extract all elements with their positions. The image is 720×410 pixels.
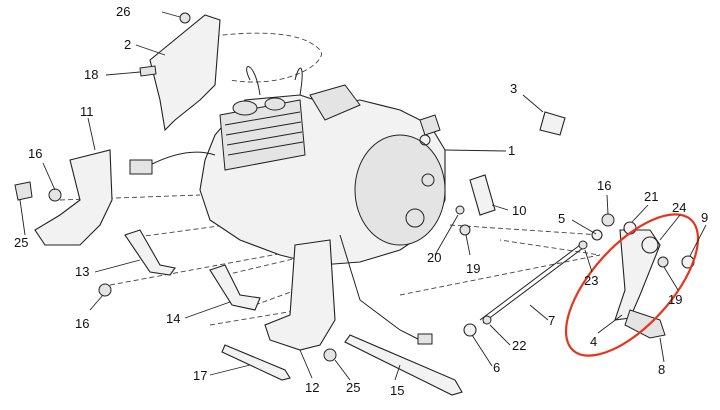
- label-16-bottom: 16: [75, 316, 89, 331]
- label-12: 12: [305, 380, 319, 395]
- plate-part: [539, 111, 566, 136]
- shift-rod-7: [479, 244, 581, 321]
- label-23: 23: [584, 273, 598, 288]
- label-22: 22: [512, 338, 526, 353]
- label-2: 2: [124, 37, 131, 52]
- label-17: 17: [193, 368, 207, 383]
- label-11: 11: [80, 104, 94, 119]
- shift-lever-assembly: [591, 221, 695, 339]
- label-25-left: 25: [14, 235, 28, 250]
- assembly-guide-lines: [59, 32, 601, 326]
- bracket-part: [34, 149, 113, 246]
- leader-lines: [19, 11, 707, 381]
- part-labels: 26 2 18 3 1 11 16 25 13 16 14 17 12 25 1…: [14, 4, 708, 398]
- label-4: 4: [590, 334, 597, 349]
- label-25-bottom: 25: [346, 380, 360, 395]
- label-15: 15: [390, 383, 404, 398]
- hardware-nuts: [14, 12, 669, 362]
- rod-13: [124, 229, 176, 276]
- bolt-17: [221, 344, 291, 381]
- label-16-right: 16: [597, 178, 611, 193]
- cover-part: [149, 14, 221, 132]
- label-16-left: 16: [28, 146, 42, 161]
- label-7: 7: [548, 313, 555, 328]
- rod-14: [209, 264, 261, 311]
- label-13: 13: [75, 264, 89, 279]
- label-26: 26: [116, 4, 130, 19]
- ball-joint-6: [463, 323, 477, 337]
- label-9: 9: [701, 210, 708, 225]
- label-3: 3: [510, 81, 517, 96]
- engine-block: [129, 66, 446, 345]
- label-8: 8: [658, 362, 665, 377]
- label-19-right: 19: [668, 292, 682, 307]
- label-10: 10: [512, 203, 526, 218]
- label-18: 18: [84, 67, 98, 82]
- highlight-ellipse: [564, 213, 700, 357]
- label-5: 5: [558, 211, 565, 226]
- lever-10: [469, 174, 496, 216]
- bracket-lower-part: [264, 239, 336, 351]
- label-6: 6: [493, 360, 500, 375]
- label-1: 1: [508, 143, 515, 158]
- label-24: 24: [672, 200, 686, 215]
- label-19-mid: 19: [466, 261, 480, 276]
- label-14: 14: [166, 311, 180, 326]
- bolt-15: [344, 334, 463, 396]
- label-20: 20: [427, 250, 441, 265]
- label-21: 21: [644, 189, 658, 204]
